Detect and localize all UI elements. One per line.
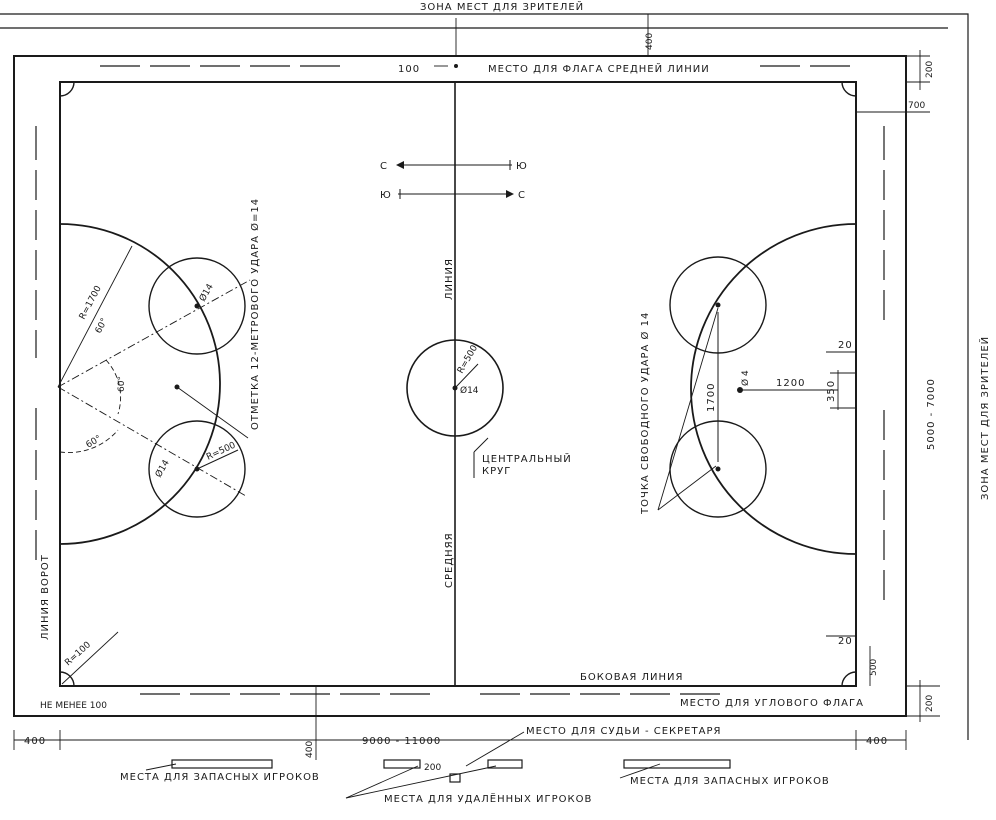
dim-200-bottom: 200: [424, 763, 441, 773]
corner-flag-label: МЕСТО ДЛЯ УГЛОВОГО ФЛАГА: [680, 698, 864, 709]
r500-left: R=500: [205, 440, 238, 462]
dim-400-right: 400: [866, 736, 888, 747]
subs-left-label: МЕСТА ДЛЯ ЗАПАСНЫХ ИГРОКОВ: [120, 772, 320, 783]
dim-20-top: 20: [838, 340, 853, 351]
safety-area-border: [13, 55, 907, 717]
side-line-label: БОКОВАЯ ЛИНИЯ: [580, 672, 683, 683]
arrow-label-s2: С: [518, 190, 526, 201]
center-circle: [406, 339, 504, 437]
r1700-label: R=1700: [78, 284, 104, 321]
dimension-lines: [13, 50, 940, 760]
direction-arrows: [396, 160, 514, 199]
dim-20-bot: 20: [838, 636, 853, 647]
left-penalty-arc: [59, 223, 221, 545]
dim-200-right-bot: 200: [925, 695, 935, 712]
left-circle-bottom: [148, 420, 246, 518]
length-range: 5000 - 7000: [926, 378, 937, 450]
angle-60-3: 60°: [85, 434, 104, 451]
spectator-zone-right-label: ЗОНА МЕСТ ДЛЯ ЗРИТЕЛЕЙ: [978, 336, 991, 500]
d4-label: Ø 4: [740, 370, 751, 386]
dim-400-left: 400: [24, 736, 46, 747]
bench-rects: [171, 759, 731, 783]
field-boundary: [59, 81, 857, 687]
dim-350: 350: [826, 380, 837, 402]
removed-players-label: МЕСТА ДЛЯ УДАЛЁННЫХ ИГРОКОВ: [384, 792, 592, 805]
middle-line-label-2: СРЕДНЯЯ: [444, 532, 455, 588]
midline-flag-label: МЕСТО ДЛЯ ФЛАГА СРЕДНЕЙ ЛИНИИ: [488, 62, 710, 75]
middle-line-label-1: ЛИНИЯ: [444, 258, 455, 300]
goal-line-label: ЛИНИЯ ВОРОТ: [40, 554, 51, 640]
right-penalty-arc: [690, 223, 857, 555]
dim-500: 500: [869, 659, 879, 676]
spectator-zone-top-label: ЗОНА МЕСТ ДЛЯ ЗРИТЕЛЕЙ: [420, 0, 584, 13]
center-d14: Ø14: [460, 385, 479, 396]
dim-1700: 1700: [706, 383, 717, 412]
penalty-mark-label: ОТМЕТКА 12-МЕТРОВОГО УДАРА Ø=14: [249, 198, 261, 430]
d14-left-bot: Ø14: [153, 458, 172, 480]
dim-200-top: 200: [925, 61, 935, 78]
outer-zone-lines: [0, 13, 969, 740]
dim-700: 700: [908, 101, 925, 111]
center-r500: R=500: [456, 343, 480, 375]
arrow-label-yu1: Ю: [516, 161, 528, 172]
secretary-label: МЕСТО ДЛЯ СУДЬИ - СЕКРЕТАРЯ: [526, 726, 721, 737]
center-circle-label-2: КРУГ: [482, 466, 511, 477]
not-less-100-label: НЕ МЕНЕЕ 100: [40, 701, 107, 711]
r100-label: R=100: [63, 640, 93, 668]
left-circle-top: [148, 257, 246, 355]
dim-100-top: 100: [398, 64, 420, 75]
angle-60-1: 60°: [94, 317, 110, 336]
width-range: 9000 - 11000: [362, 736, 441, 747]
dim-400-top: 400: [645, 33, 655, 50]
arrow-label-s1: С: [380, 161, 388, 172]
dim-400-bottom: 400: [305, 741, 315, 758]
arrow-label-yu2: Ю: [380, 190, 392, 201]
center-circle-label-1: ЦЕНТРАЛЬНЫЙ: [482, 452, 572, 465]
angle-60-2: 60°: [117, 376, 127, 392]
dim-1200: 1200: [776, 378, 805, 389]
subs-right-label: МЕСТА ДЛЯ ЗАПАСНЫХ ИГРОКОВ: [630, 776, 830, 787]
free-kick-label: ТОЧКА СВОБОДНОГО УДАРА Ø 14: [639, 312, 651, 515]
